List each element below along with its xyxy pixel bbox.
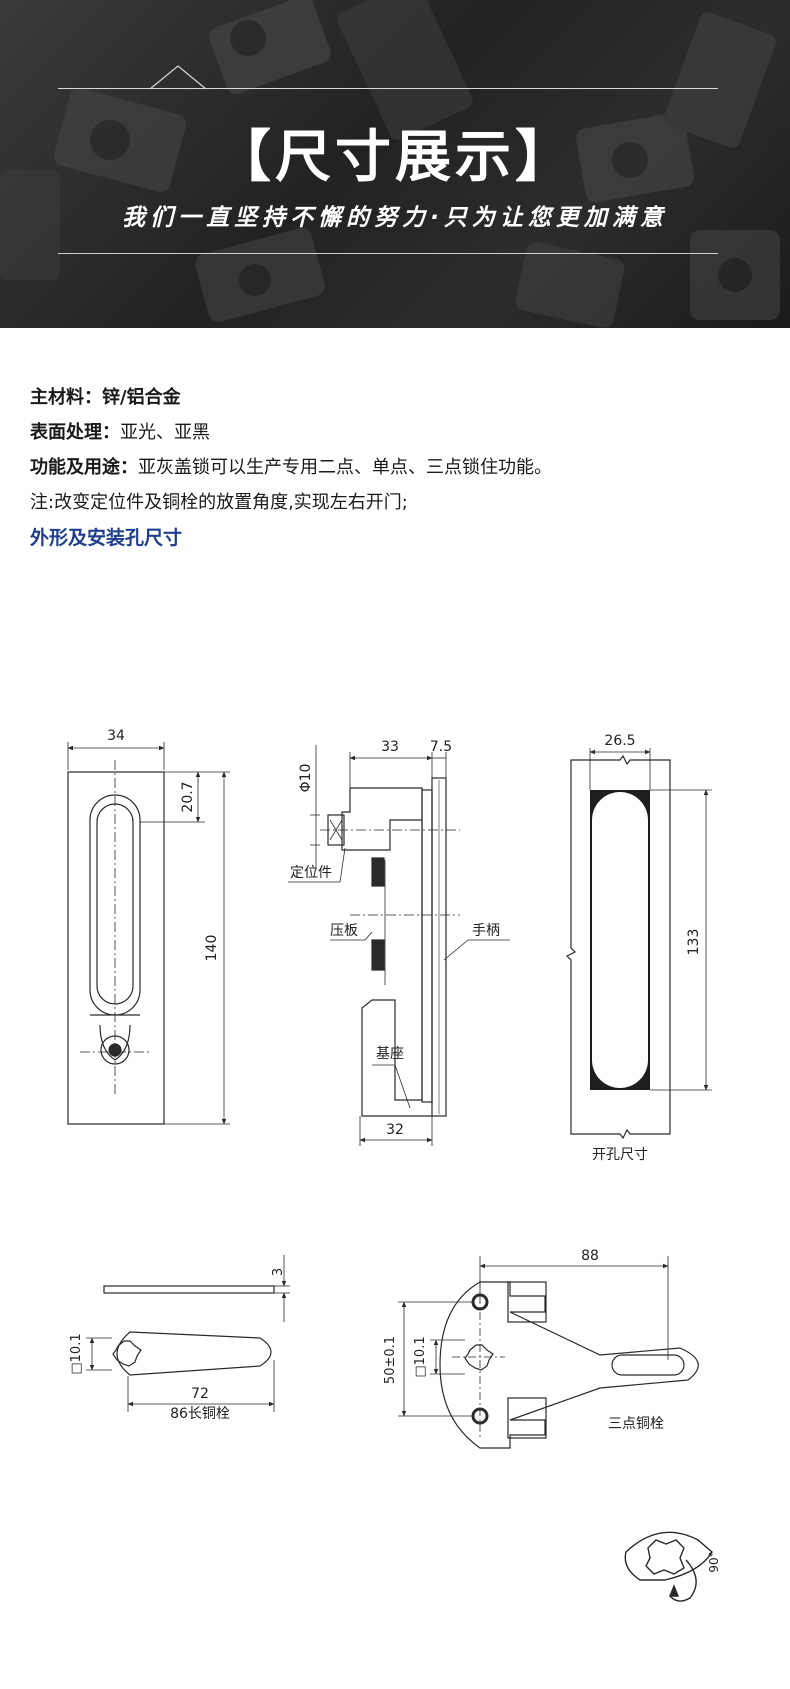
cutout-caption: 开孔尺寸	[592, 1147, 648, 1163]
cutout-view	[565, 748, 712, 1140]
label-plate: 压板	[330, 923, 358, 939]
label-base: 基座	[376, 1045, 404, 1062]
side-view	[288, 745, 510, 1146]
page-subtitle: 我们一直坚持不懈的努力·只为让您更加满意	[122, 205, 668, 231]
spec-value: 亚灰盖锁可以生产专用二点、单点、三点锁住功能。	[138, 457, 552, 478]
cutout-hole	[592, 792, 648, 1088]
rotation-star	[645, 1539, 685, 1575]
dim-bolt-three-square: □10.1	[413, 1336, 428, 1377]
dim-base-32: 32	[386, 1122, 404, 1138]
dim-pin-dia: Φ10	[298, 764, 314, 793]
rotation-icon	[624, 1531, 713, 1602]
spec-value: 锌/铝合金	[102, 387, 181, 408]
front-body	[67, 771, 165, 1125]
plate-nut-top	[371, 857, 385, 887]
spec-material: 主材料：锌/铝合金	[30, 380, 770, 415]
dim-bolt-three-width: 88	[581, 1248, 599, 1264]
dim-cutout-width: 26.5	[604, 733, 635, 749]
dim-height-140: 140	[204, 935, 220, 962]
dim-bolt-three-span: 50±0.1	[383, 1336, 398, 1384]
bolt-86-caption: 86长铜栓	[170, 1406, 230, 1422]
dim-cap-7-5: 7.5	[430, 739, 452, 755]
bolt-three-pin-top	[507, 1281, 547, 1323]
bolt-86-edge	[103, 1285, 275, 1294]
header-banner: 【尺寸展示】 我们一直坚持不懈的努力·只为让您更加满意	[0, 0, 790, 328]
banner-rule-top	[58, 88, 718, 89]
technical-drawing: 34 20.7 140 33	[67, 728, 721, 1602]
spec-key: 功能及用途：	[30, 457, 138, 478]
dim-bolt-thickness: 3	[271, 1268, 286, 1276]
dim-cutout-height: 133	[686, 929, 702, 956]
spec-list: 主材料：锌/铝合金 表面处理：亚光、亚黑 功能及用途：亚灰盖锁可以生产专用二点、…	[30, 380, 770, 520]
dim-width-34: 34	[107, 728, 125, 744]
plate-nut-bottom	[371, 939, 385, 971]
label-handle: 手柄	[472, 923, 500, 939]
page-title: 【尺寸展示】	[215, 125, 575, 190]
key-housing	[99, 1024, 131, 1061]
locator-body	[341, 788, 422, 851]
bolt-three-star	[464, 1344, 494, 1371]
banner-notch	[149, 65, 207, 90]
spec-value: 亚光、亚黑	[120, 422, 210, 443]
spec-key: 主材料：	[30, 387, 102, 408]
dim-bolt-length: 72	[191, 1386, 209, 1402]
bolt-86-body	[116, 1331, 272, 1376]
bolt-three-pin-bottom	[507, 1397, 547, 1439]
bolt-86-view	[86, 1255, 290, 1412]
base-body	[350, 787, 432, 1117]
spec-note: 注:改变定位件及铜栓的放置角度,实现左右开门;	[30, 485, 770, 520]
section-title: 外形及安装孔尺寸	[30, 527, 183, 549]
bolt-86-star	[112, 1340, 142, 1367]
front-view	[67, 742, 230, 1125]
dim-offset-20-7: 20.7	[180, 781, 196, 812]
spec-surface: 表面处理：亚光、亚黑	[30, 415, 770, 450]
rotation-angle: 90°	[707, 1551, 721, 1572]
rotation-arrow	[669, 1559, 697, 1602]
spec-value: 注:改变定位件及铜栓的放置角度,实现左右开门;	[30, 492, 408, 513]
bolt-three-body	[439, 1281, 699, 1449]
bolt-three-view	[398, 1256, 699, 1449]
banner-rule-bottom	[58, 253, 718, 254]
panel-outline	[565, 754, 671, 1140]
bezel	[421, 789, 433, 1103]
label-locator: 定位件	[290, 865, 332, 881]
spec-function: 功能及用途：亚灰盖锁可以生产专用二点、单点、三点锁住功能。	[30, 450, 770, 485]
bolt-three-slot	[611, 1354, 685, 1376]
dim-depth-33: 33	[381, 739, 399, 755]
dim-bolt-86-square: □10.1	[69, 1333, 84, 1374]
spec-key: 表面处理：	[30, 422, 120, 443]
bolt-three-caption: 三点铜栓	[608, 1416, 664, 1432]
banner-background	[0, 0, 780, 328]
